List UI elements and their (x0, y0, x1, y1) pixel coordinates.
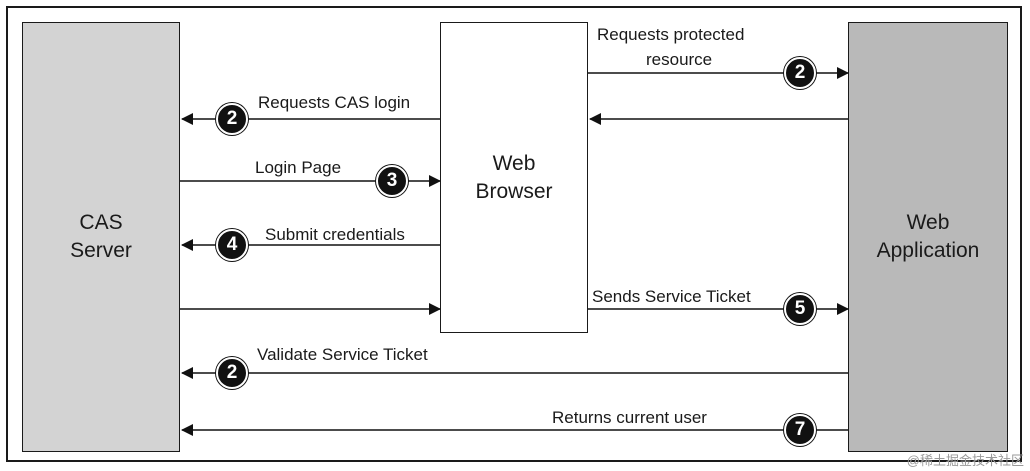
diagram-frame (6, 6, 1022, 462)
step-badge-login-page: 3 (376, 165, 408, 197)
cas-server-label-line2: Server (70, 239, 132, 262)
web-application-label-line2: Application (876, 239, 980, 262)
step-badge-validate-service-ticket: 2 (216, 357, 248, 389)
label-requests-cas-login: Requests CAS login (258, 93, 411, 112)
label-returns-current-user: Returns current user (552, 408, 707, 427)
step-badge-returns-current-user: 7 (784, 414, 816, 446)
label-sends-service-ticket: Sends Service Ticket (592, 287, 751, 306)
watermark: @稀土掘金技术社区 (906, 453, 1024, 468)
cas-server-label-line1: CAS (79, 211, 123, 234)
label-requests-protected: Requests protected (597, 25, 745, 44)
label-submit-credentials: Submit credentials (265, 225, 405, 244)
web-application-node: Web Application (848, 22, 1008, 452)
label-resource: resource (646, 50, 713, 69)
web-application-label-line1: Web (906, 211, 950, 234)
cas-server-node: CAS Server (22, 22, 180, 452)
web-browser-label-line2: Browser (475, 179, 553, 203)
web-browser-node: Web Browser (440, 22, 588, 333)
step-badge-requests-cas-login: 2 (216, 103, 248, 135)
web-browser-label-line1: Web (492, 151, 536, 175)
step-badge-submit-credentials: 4 (216, 229, 248, 261)
step-badge-sends-service-ticket: 5 (784, 293, 816, 325)
label-login-page: Login Page (255, 158, 342, 177)
label-validate-service-ticket: Validate Service Ticket (257, 345, 428, 364)
step-badge-requests-protected-resource: 2 (784, 57, 816, 89)
